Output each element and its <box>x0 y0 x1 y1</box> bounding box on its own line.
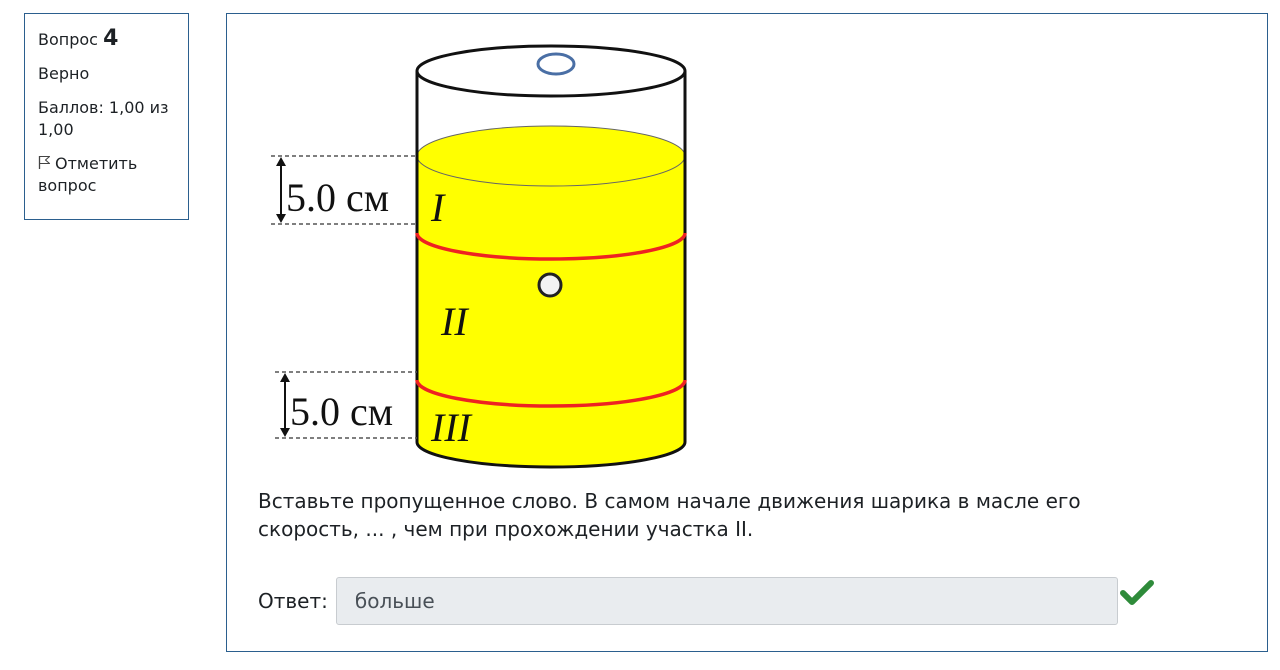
arrowhead-4 <box>280 428 290 437</box>
question-grade: Баллов: 1,00 из 1,00 <box>38 98 169 139</box>
cylinder-figure: 5.0 см 5.0 см I II III <box>271 44 687 469</box>
oil-surface <box>416 125 686 187</box>
question-state: Верно <box>38 64 90 83</box>
steel-ball <box>537 272 563 298</box>
answer-label: Ответ: <box>258 589 328 613</box>
answer-value: больше <box>354 589 435 613</box>
bottom-measure-label: 5.0 см <box>290 389 393 434</box>
answer-input[interactable]: больше <box>335 577 1118 625</box>
oil-body <box>417 156 685 467</box>
answer-row: Ответ: больше <box>258 577 1154 625</box>
section-label-1: I <box>430 185 446 230</box>
boundary-line-bottom <box>415 379 687 408</box>
arrowhead-2 <box>276 214 286 223</box>
question-prefix: Вопрос <box>38 30 98 49</box>
cylinder-bottom <box>415 441 687 469</box>
question-content: 5.0 см 5.0 см I II III Вставьте пропущен… <box>226 13 1268 652</box>
lid-opening <box>536 52 576 76</box>
flag-question-label: Отметить вопрос <box>38 154 138 195</box>
arrowhead-3 <box>280 373 290 382</box>
boundary-line-top <box>415 232 687 261</box>
flag-question-link[interactable]: Отметить вопрос <box>38 153 176 197</box>
flag-outline-icon <box>38 155 51 169</box>
section-label-2: II <box>440 299 469 344</box>
question-number-value: 4 <box>103 26 119 51</box>
check-icon <box>1119 580 1154 605</box>
question-text: Вставьте пропущенное слово. В самом нача… <box>258 489 1081 541</box>
question-number: Вопрос 4 <box>38 28 176 51</box>
top-measure-label: 5.0 см <box>286 175 389 220</box>
section-label-3: III <box>430 405 473 450</box>
arrowhead-1 <box>276 157 286 166</box>
question-info-panel: Вопрос 4 Верно Баллов: 1,00 из 1,00 Отме… <box>24 13 189 220</box>
